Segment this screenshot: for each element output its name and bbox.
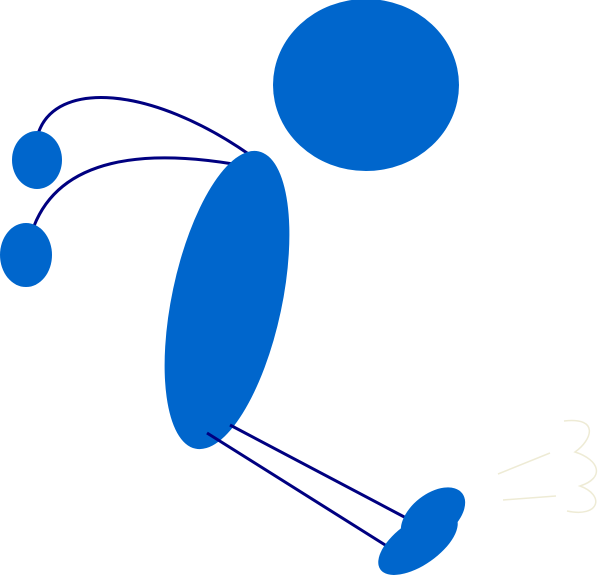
motion-line-1 <box>497 452 551 475</box>
lower-leg-line <box>206 431 391 550</box>
stick-figure <box>0 0 466 575</box>
upper-leg-line <box>229 423 411 522</box>
lower-hand <box>0 223 52 287</box>
motion-lines <box>497 419 598 513</box>
torso <box>164 150 290 450</box>
lower-arm-line <box>32 156 256 227</box>
motion-line-2 <box>502 495 557 501</box>
upper-hand <box>12 131 62 189</box>
head <box>273 0 459 171</box>
motion-curl <box>563 419 598 513</box>
upper-arm-line <box>36 96 251 157</box>
lower-foot <box>378 511 458 575</box>
